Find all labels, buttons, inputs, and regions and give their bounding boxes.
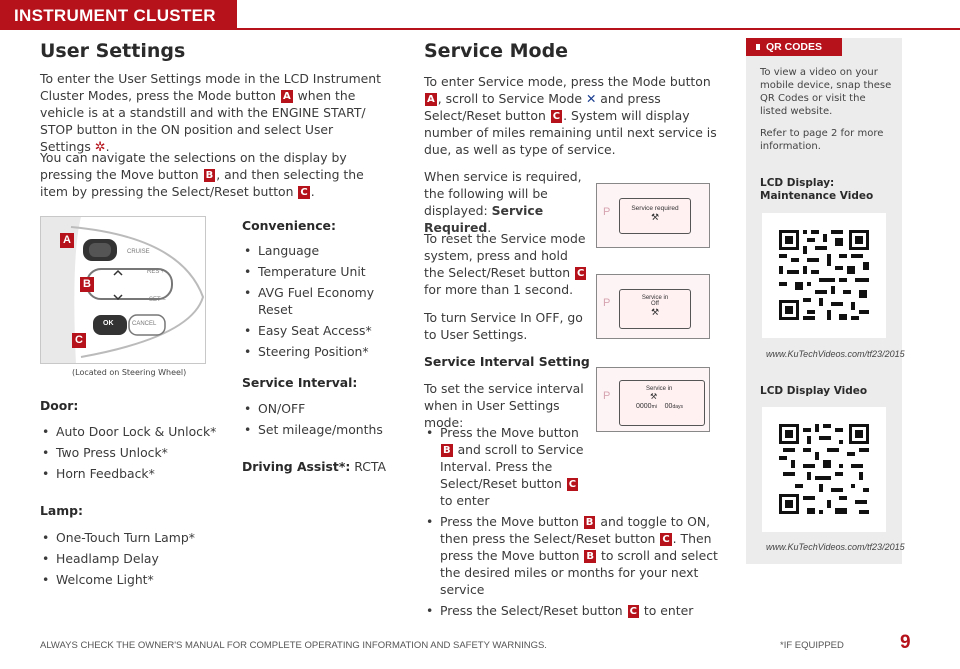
- wrench-icon: ✕: [585, 91, 597, 106]
- list-item: Steering Position*: [242, 343, 407, 360]
- service-required-text: When service is required, the following …: [424, 169, 582, 235]
- section-tab: INSTRUMENT CLUSTER: [0, 0, 237, 28]
- door-list: Auto Door Lock & Unlock* Two Press Unloc…: [40, 423, 230, 486]
- qr-intro: To view a video on your mobile device, s…: [760, 67, 892, 117]
- interval-steps: Press the Move button B and scroll to Se…: [424, 424, 724, 623]
- list-item: Press the Move button B and scroll to Se…: [424, 424, 724, 509]
- footer-if-equipped: *IF EQUIPPED: [780, 640, 844, 651]
- footer-warning: ALWAYS CHECK THE OWNER'S MANUAL FOR COMP…: [40, 640, 547, 651]
- interval-setting-title: Service Interval Setting: [424, 354, 590, 369]
- qr-code-maintenance[interactable]: [762, 213, 886, 338]
- lamp-list: One-Touch Turn Lamp* Headlamp Delay Welc…: [40, 529, 230, 592]
- qr-codes-tag: QR CODES: [746, 38, 842, 56]
- driving-assist: Driving Assist*: RCTA: [242, 459, 386, 474]
- cluster-service-interval: P Service in ⚒ 0000mi 00days: [596, 367, 710, 432]
- qr-video1-url[interactable]: www.KuTechVideos.com/tf23/2015: [766, 349, 905, 359]
- user-settings-navigate: You can navigate the selections on the d…: [40, 150, 364, 199]
- badge-a: A: [280, 90, 293, 103]
- cluster-service-required: P Service required ⚒: [596, 183, 710, 248]
- list-item: Easy Seat Access*: [242, 322, 407, 339]
- page-number: 9: [900, 632, 911, 653]
- wrench-icon: ⚒: [650, 212, 660, 222]
- list-item: One-Touch Turn Lamp*: [40, 529, 230, 546]
- list-item: Auto Door Lock & Unlock*: [40, 423, 230, 440]
- set-label: SET –: [149, 297, 166, 303]
- steering-wheel-controls-image: CRUISE RES + SET – OK CANCEL A B C: [40, 216, 206, 364]
- qr-code-lcd-display[interactable]: [762, 407, 886, 532]
- ok-label: OK: [103, 320, 114, 327]
- list-item: ON/OFF: [242, 400, 407, 417]
- qr-reference: Refer to page 2 for more information.: [760, 128, 884, 152]
- door-title: Door:: [40, 398, 79, 413]
- list-item: AVG Fuel Economy Reset: [242, 284, 407, 318]
- list-item: Set mileage/months: [242, 421, 407, 438]
- cruise-label: CRUISE: [127, 249, 150, 255]
- service-mode-title: Service Mode: [424, 40, 569, 62]
- res-label: RES +: [147, 269, 165, 275]
- wrench-icon: ⚒: [650, 392, 658, 401]
- callout-a: A: [60, 233, 74, 248]
- gear-icon: ✲: [94, 140, 106, 155]
- user-settings-title: User Settings: [40, 40, 186, 62]
- reset-service-text: To reset the Service mode system, press …: [424, 231, 587, 297]
- qr-video1-title: LCD Display: Maintenance Video: [760, 177, 874, 202]
- park-indicator: P: [603, 206, 611, 218]
- list-item: Two Press Unlock*: [40, 444, 230, 461]
- list-item: Temperature Unit: [242, 263, 407, 280]
- qr-video2-title: LCD Display Video: [760, 385, 868, 397]
- user-settings-intro: To enter the User Settings mode in the L…: [40, 71, 381, 155]
- convenience-list: Language Temperature Unit AVG Fuel Econo…: [242, 242, 407, 364]
- section-rule: [0, 28, 960, 30]
- park-indicator: P: [603, 390, 611, 402]
- service-interval-title: Service Interval:: [242, 375, 358, 390]
- service-mode-intro: To enter Service mode, press the Mode bu…: [424, 74, 717, 157]
- qr-video2-url[interactable]: www.KuTechVideos.com/tf23/2015: [766, 542, 905, 552]
- convenience-title: Convenience:: [242, 218, 336, 233]
- list-item: Press the Select/Reset button C to enter: [424, 602, 724, 619]
- wrench-icon: ⚒: [650, 307, 660, 317]
- callout-c: C: [72, 333, 86, 348]
- lamp-title: Lamp:: [40, 503, 83, 518]
- cancel-label: CANCEL: [132, 321, 157, 327]
- list-item: Press the Move button B and toggle to ON…: [424, 513, 724, 598]
- list-item: Horn Feedback*: [40, 465, 230, 482]
- wheel-caption: (Located on Steering Wheel): [72, 368, 187, 377]
- list-item: Headlamp Delay: [40, 550, 230, 567]
- callout-b: B: [80, 277, 94, 292]
- service-interval-list: ON/OFF Set mileage/months: [242, 400, 407, 442]
- list-item: Welcome Light*: [40, 571, 230, 588]
- list-item: Language: [242, 242, 407, 259]
- cluster-service-off: P Service in Off ⚒: [596, 274, 710, 339]
- park-indicator: P: [603, 297, 611, 309]
- turn-off-text: To turn Service In OFF, go to User Setti…: [424, 310, 583, 342]
